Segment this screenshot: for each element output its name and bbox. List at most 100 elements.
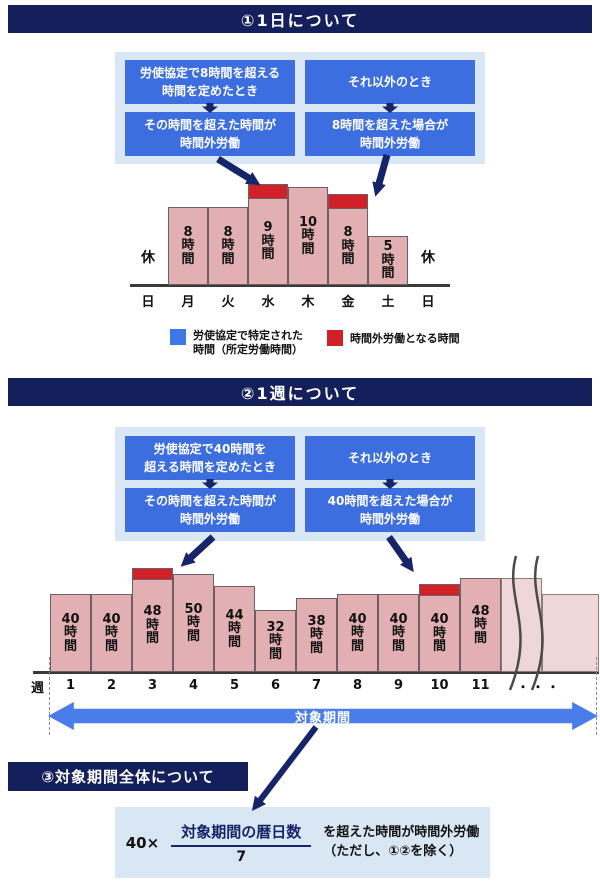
bar-label-char: 48 bbox=[143, 604, 162, 620]
arrow-to-formula-icon bbox=[251, 725, 319, 811]
overtime-cap bbox=[420, 585, 459, 596]
weekly-case-other-box: それ以外のとき bbox=[305, 436, 475, 480]
bar-label-char: 間 bbox=[181, 251, 195, 267]
bar-label-char: 間 bbox=[227, 634, 241, 650]
bar-label-char: 間 bbox=[104, 638, 118, 654]
axis-label-金: 金 bbox=[341, 295, 355, 310]
bar-label-char: 間 bbox=[145, 631, 159, 647]
axis-label-5: 5 bbox=[229, 678, 240, 693]
bar-label-char: 時 bbox=[341, 238, 355, 254]
bar-label-char: 40 bbox=[61, 611, 80, 627]
formula-denominator: 7 bbox=[236, 848, 247, 865]
axis-label-4: 4 bbox=[188, 678, 199, 693]
section-period-header: ③対象期間全体について bbox=[8, 762, 248, 791]
bar-label-char: 時 bbox=[181, 238, 195, 254]
bar-label-char: 時 bbox=[261, 233, 275, 249]
weekly-result-agreement-box: その時間を超えた時間が 時間外労働 bbox=[125, 488, 295, 532]
legend-blue-swatch bbox=[170, 329, 186, 345]
bar-label-char: 時 bbox=[381, 252, 395, 268]
bar-label-char: 間 bbox=[261, 247, 275, 263]
bar-label-char: 時 bbox=[432, 625, 446, 641]
overtime-cap bbox=[133, 569, 172, 580]
legend-item-specified: 労使協定で特定された 時間（所定労働時間） bbox=[170, 329, 303, 358]
bar-label-char: 50 bbox=[184, 601, 203, 617]
bar-label-char: 間 bbox=[341, 252, 355, 268]
weekly-flowchart: 労使協定で40時間を 超える時間を定めたとき それ以外のとき その時間を超えた時… bbox=[115, 427, 485, 541]
target-period-label: 対象期間 bbox=[294, 710, 351, 726]
continuation-bar-2 bbox=[542, 594, 599, 672]
axis-label-日: 日 bbox=[421, 295, 435, 310]
bar-label-char: 間 bbox=[473, 630, 487, 646]
bar-label-char: 40 bbox=[348, 611, 367, 627]
bar-label-char: 8 bbox=[343, 225, 353, 241]
axis-label-木: 木 bbox=[301, 295, 315, 310]
bar-label-char: 時 bbox=[63, 625, 77, 641]
bar-label-char: 間 bbox=[309, 640, 323, 656]
axis-label-6: 6 bbox=[270, 678, 281, 693]
period-end-guide-line bbox=[596, 657, 597, 735]
overtime-formula-box: 40× 対象期間の暦日数 7 を超えた時間が時間外労働 （ただし、①②を除く） bbox=[115, 807, 490, 878]
axis-label-月: 月 bbox=[181, 295, 195, 310]
weekly-case-agreement-box: 労使協定で40時間を 超える時間を定めたとき bbox=[125, 436, 295, 480]
arrow-to-week10-bar-icon bbox=[386, 534, 414, 573]
overtime-cap bbox=[329, 195, 367, 209]
bar-label-char: 時 bbox=[309, 627, 323, 643]
bar-label-char: 9 bbox=[263, 220, 273, 236]
legend-red-swatch bbox=[327, 330, 343, 346]
bar-label-char: 時 bbox=[391, 625, 405, 641]
bar-label-char: 時 bbox=[301, 228, 315, 244]
bar-label-char: 間 bbox=[432, 639, 446, 655]
bar-label-char: 40 bbox=[430, 612, 449, 628]
weekly-result-other-box: 40時間を超えた場合が 時間外労働 bbox=[305, 488, 475, 532]
formula-coefficient: 40× bbox=[125, 833, 160, 852]
bar-label-char: 間 bbox=[186, 628, 200, 644]
axis-label-土: 土 bbox=[381, 295, 395, 310]
bar-label-char: 時 bbox=[104, 625, 118, 641]
bar-label-char: 時 bbox=[145, 617, 159, 633]
formula-description: を超えた時間が時間外労働 （ただし、①②を除く） bbox=[323, 824, 480, 859]
daily-chart-axis bbox=[130, 284, 450, 287]
bar-label-char: 時 bbox=[350, 625, 364, 641]
axis-label-3: 3 bbox=[147, 678, 158, 693]
bar-label-char: 48 bbox=[471, 603, 490, 619]
axis-label-11: 11 bbox=[471, 678, 490, 693]
bar-label-char: 時 bbox=[186, 615, 200, 631]
overtime-cap bbox=[249, 185, 287, 199]
